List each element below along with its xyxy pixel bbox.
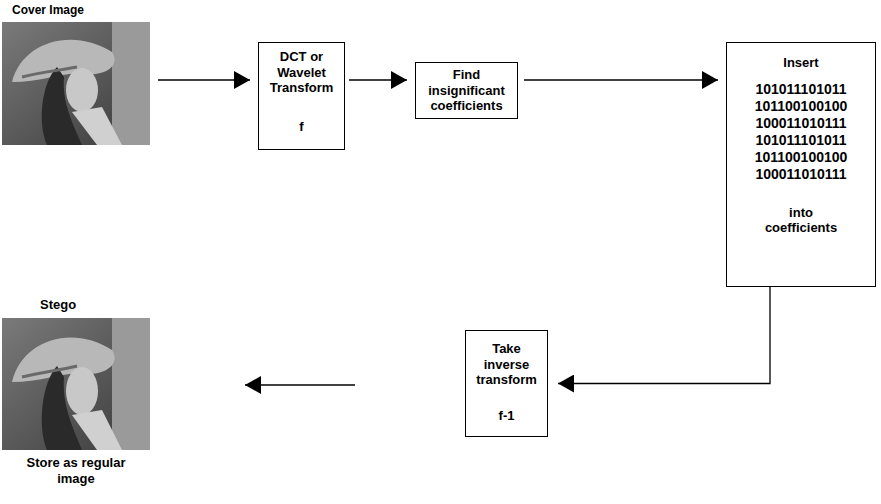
process-box: Take inverse transform f-1	[465, 330, 548, 437]
cover-image: Cover Image	[2, 22, 150, 145]
box-text: Find insignificant coefficients	[428, 67, 505, 114]
binary-data: 101011101011 101100100100 100011010111 1…	[755, 81, 848, 183]
image-heading: Cover Image	[12, 3, 84, 17]
process-box: DCT or Wavelet Transform f	[258, 42, 345, 150]
box-text: DCT or Wavelet Transform	[262, 49, 341, 96]
flow-arrow	[349, 79, 407, 80]
flow-arrow	[245, 384, 355, 385]
cover-photo	[2, 22, 150, 145]
image-heading: Stego	[40, 297, 76, 313]
image-caption: Store as regular image	[16, 455, 136, 486]
flow-arrow	[558, 287, 770, 384]
function-symbol: f	[299, 119, 303, 135]
box-text: Insert	[783, 55, 818, 71]
box-text: Take inverse transform	[476, 341, 537, 388]
flow-arrow	[158, 79, 250, 80]
box-text: into coefficients	[765, 205, 837, 236]
flow-arrow	[524, 79, 718, 80]
stego-image: StegoStore as regular image	[2, 318, 150, 450]
process-box: Insert 101011101011 101100100100 10001101…	[726, 42, 876, 287]
process-box: Find insignificant coefficients	[415, 62, 518, 119]
function-symbol: f-1	[499, 408, 515, 424]
stego-photo	[2, 318, 150, 450]
